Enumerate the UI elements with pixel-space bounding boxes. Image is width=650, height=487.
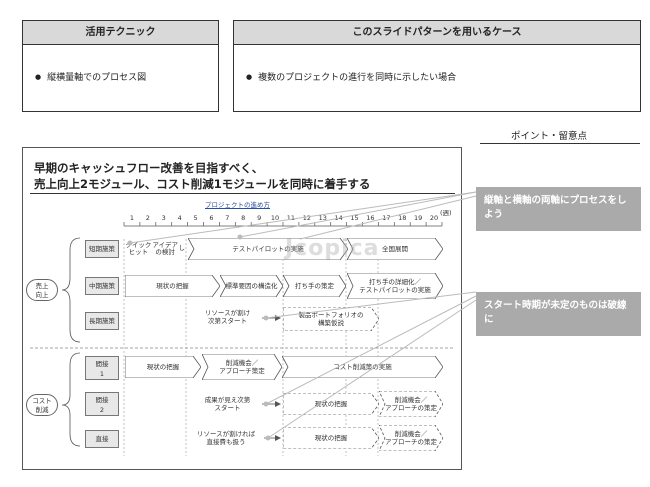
mid-decide-label: 打ち手の策定 [295, 282, 334, 290]
shape-mid-current: 現状の把握 [125, 275, 220, 297]
mid-standard-label: 標準要因の構造化 [225, 282, 278, 290]
dir-cut-line2: アプローチの策定 [385, 438, 437, 446]
use-case-box: このスライドパターンを用いるケース 複数のプロジェクトの進行を同時に示したい場合 [233, 20, 641, 112]
shape-test-pilot: テストパイロットの実施 [188, 238, 348, 260]
category-cost-line1: コスト [32, 397, 52, 405]
week-number: 19 [414, 214, 423, 222]
row-label-indirect1-line1: 間接 [95, 360, 109, 368]
long-note: リソースが割け 次第スタート [190, 309, 265, 325]
ind1-cut-line2: アプローチ策定 [219, 367, 265, 375]
shape-dir-current: 現状の把握 [283, 427, 379, 449]
week-number: 9 [257, 214, 262, 222]
points-divider [480, 143, 640, 144]
category-cost-line2: 削減 [35, 406, 49, 414]
test-pilot-label: テストパイロットの実施 [232, 245, 304, 253]
week-unit: (週) [440, 209, 452, 217]
shape-ind2-cut: 削減機会／ アプローチの策定 [379, 391, 443, 417]
mid-detail-line2: テストパイロットの実施 [359, 286, 431, 294]
quick-win-line1: クイックヒット [125, 240, 152, 256]
ind2-note-line2: スタート [214, 404, 241, 412]
week-number: 7 [225, 214, 230, 222]
category-sales-line2: 向上 [35, 291, 49, 299]
ind1-cut-line1: 削減機会／ [225, 359, 259, 367]
long-note-line1: リソースが割け [204, 309, 251, 317]
techniques-header: 活用テクニック [23, 21, 218, 45]
week-number: 3 [161, 214, 166, 222]
techniques-bullet: 縦横量軸でのプロセス図 [35, 70, 146, 83]
week-number: 8 [241, 214, 246, 222]
week-number: 11 [286, 214, 296, 222]
slide-title-line1: 早期のキャッシュフロー改善を目指すべく、 [34, 161, 264, 175]
week-number: 16 [366, 214, 375, 222]
week-number: 12 [302, 214, 311, 222]
category-sales: 売上 向上 [26, 279, 58, 301]
points-label: ポイント・留意点 [511, 131, 588, 142]
callout-dashed: スタート時期が未定のものは破線に [476, 292, 641, 336]
watermark: Jcopica [285, 236, 380, 261]
shape-quick-win: クイックヒット アイデアの検討 し [125, 236, 185, 262]
week-number: 20 [429, 214, 439, 222]
mid-detail-line1: 打ち手の詳細化／ [369, 278, 421, 286]
dir-note-line2: 直接費も扱う [206, 438, 246, 446]
week-number: 15 [350, 214, 359, 222]
slide-title-line2: 売上向上2モジュール、コスト削減1モジュールを同時に着手する [34, 177, 371, 191]
week-number: 10 [270, 214, 280, 222]
dir-current-label: 現状の把握 [314, 434, 348, 442]
long-portfolio-line2: 構築仮説 [318, 319, 344, 327]
row-label-mid: 中期施策 [85, 277, 119, 295]
callout-axes: 縦軸と横軸の両軸にプロセスをしよう [476, 187, 641, 231]
dir-cut-line1: 削減機会／ [394, 430, 428, 438]
category-cost: コスト 削減 [26, 394, 58, 416]
techniques-box: 活用テクニック 縦横量軸でのプロセス図 [22, 20, 219, 112]
shape-dir-cut: 削減機会／ アプローチの策定 [379, 425, 443, 451]
shape-full-rollout: 全国展開 [347, 238, 443, 260]
row-label-short: 短期施策 [85, 240, 119, 258]
ind2-current-label: 現状の把握 [314, 400, 348, 408]
ind2-cut-line2: アプローチの策定 [385, 404, 437, 412]
use-case-bullet: 複数のプロジェクトの進行を同時に示したい場合 [246, 70, 456, 83]
ind2-note-line1: 成果が見え次第 [204, 396, 251, 404]
row-label-indirect1: 間接 1 [85, 356, 119, 380]
shape-mid-decide: 打ち手の策定 [283, 275, 346, 297]
ind2-cut-line1: 削減機会／ [394, 396, 428, 404]
mid-current-label: 現状の把握 [156, 282, 189, 290]
row-label-long: 長期施策 [85, 312, 119, 330]
row-label-indirect2: 間接 2 [85, 392, 119, 416]
title-underline [30, 193, 455, 194]
shape-ind1-current: 現状の把握 [125, 356, 201, 378]
week-number: 6 [209, 214, 214, 222]
row-label-direct: 直接 [85, 430, 119, 448]
dir-note: リソースが割ければ 直接費も扱う [186, 430, 266, 446]
shape-ind2-current: 現状の把握 [283, 393, 379, 415]
quick-win-line2: アイデアの検討 [152, 240, 179, 256]
category-sales-line1: 売上 [35, 282, 49, 290]
ind1-current-label: 現状の把握 [146, 363, 180, 371]
week-number: 4 [177, 214, 182, 222]
row-label-indirect1-line2: 1 [99, 370, 105, 378]
week-number: 1 [129, 214, 134, 222]
ind1-exec-label: コスト削減策の実施 [333, 363, 392, 371]
long-portfolio-line1: 製品ポートフォリオの [298, 311, 364, 319]
week-number: 5 [193, 214, 198, 222]
quick-win-line3: し [178, 244, 186, 253]
long-note-line2: 次第スタート [208, 317, 247, 325]
slide-title: 早期のキャッシュフロー改善を目指すべく、 売上向上2モジュール、コスト削減1モジ… [34, 160, 370, 192]
row-label-indirect2-line1: 間接 [95, 396, 109, 404]
dir-note-line1: リソースが割ければ [196, 430, 256, 438]
shape-mid-standard: 標準要因の構造化 [220, 275, 283, 297]
timeline-label: プロジェクトの進め方 [205, 201, 270, 209]
shape-mid-detail: 打ち手の詳細化／ テストパイロットの実施 [347, 273, 443, 299]
full-rollout-label: 全国展開 [382, 245, 408, 253]
week-number: 18 [398, 214, 407, 222]
use-case-header: このスライドパターンを用いるケース [234, 21, 640, 45]
shape-ind1-exec: コスト削減策の実施 [282, 356, 443, 378]
week-number: 13 [318, 214, 327, 222]
row-label-indirect2-line2: 2 [99, 406, 105, 414]
week-number: 2 [145, 214, 150, 222]
shape-ind1-cut: 削減機会／ アプローチ策定 [202, 354, 282, 380]
ind2-note: 成果が見え次第 スタート [190, 396, 265, 412]
